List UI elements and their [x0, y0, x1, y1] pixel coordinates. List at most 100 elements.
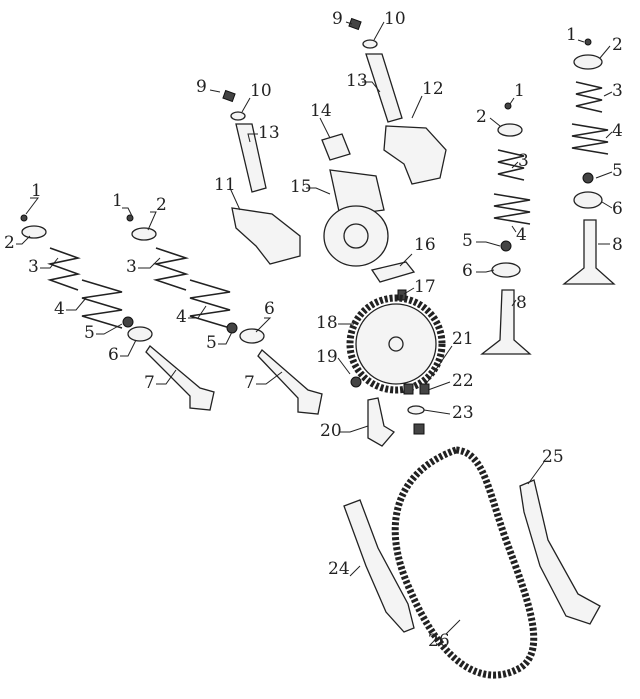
callout-d-13: 13: [346, 71, 368, 91]
timing-gear-assembly: [346, 261, 446, 447]
chain-tensioner-guide: [519, 479, 601, 625]
callout-b-7: 7: [244, 373, 255, 393]
valve-cotter: [126, 214, 134, 222]
callout-b-2: 2: [156, 195, 167, 215]
valve: [562, 219, 616, 285]
chain-guide: [343, 499, 415, 633]
callout-b-6: 6: [264, 299, 275, 319]
rocker-arm: [383, 125, 447, 185]
callout-f-6: 6: [462, 261, 473, 281]
intake-valve: [145, 345, 215, 411]
callout-g-1: 1: [566, 25, 577, 45]
callout-a-5: 5: [84, 323, 95, 343]
callout-c-11: 11: [214, 175, 236, 195]
callout-a-6: 6: [108, 345, 119, 365]
valve-stem-seal: [500, 240, 512, 252]
callout-f-3: 3: [518, 151, 529, 171]
callout-g-4: 4: [612, 121, 623, 141]
callout-g-6: 6: [612, 199, 623, 219]
sprocket-bolt: [403, 383, 414, 395]
outer-valve-spring: [189, 279, 231, 329]
callout-h-16: 16: [414, 235, 436, 255]
valve-stem-seal: [582, 172, 594, 184]
rocker-lever: [370, 261, 416, 283]
callout-f-5: 5: [462, 231, 473, 251]
inner-valve-spring: [497, 149, 525, 181]
spring: [350, 376, 362, 388]
rocker-assembly-right: [348, 17, 447, 185]
valve-stem-seal: [226, 322, 238, 334]
washer: [407, 405, 425, 415]
spring-retainer: [131, 227, 157, 241]
callout-b-4: 4: [176, 307, 187, 327]
callout-i-25: 25: [542, 447, 564, 467]
callout-h-21: 21: [452, 329, 474, 349]
outer-valve-spring: [493, 193, 531, 225]
exhaust-valve: [257, 349, 323, 415]
shaft-bolt: [222, 89, 236, 103]
outer-valve-spring: [81, 279, 123, 329]
camshaft-lobes: [329, 169, 385, 217]
leader-lines: [16, 21, 613, 635]
sprocket-center-hole: [388, 336, 404, 352]
spring-seat-washer: [491, 262, 521, 278]
callout-c-9: 9: [196, 77, 207, 97]
inner-valve-spring: [47, 247, 81, 291]
callout-f-8: 8: [516, 293, 527, 313]
callout-a-4: 4: [54, 299, 65, 319]
callout-d-10: 10: [384, 9, 406, 29]
camshaft-hub: [343, 223, 369, 249]
callout-i-24: 24: [328, 559, 350, 579]
callout-a-1: 1: [31, 181, 42, 201]
callout-a-3: 3: [28, 257, 39, 277]
timing-chain-assembly: [343, 446, 601, 679]
timing-chain: [391, 446, 538, 679]
callout-g-2: 2: [612, 35, 623, 55]
spring-seat-washer: [573, 191, 603, 209]
callout-h-22: 22: [452, 371, 474, 391]
callout-d-9: 9: [332, 9, 343, 29]
camshaft-assembly: [321, 133, 389, 267]
valve-cotter: [584, 38, 592, 46]
callout-b-5: 5: [206, 333, 217, 353]
callout-a-2: 2: [4, 233, 15, 253]
washer: [362, 39, 378, 49]
washer: [230, 111, 246, 121]
callout-i-26: 26: [428, 631, 450, 651]
bolt: [413, 423, 425, 435]
valve-assembly-right: [562, 38, 616, 285]
valve-cotter: [504, 102, 512, 110]
valve-assembly-left: [20, 214, 215, 411]
callout-e-15: 15: [290, 177, 312, 197]
inner-valve-spring: [575, 81, 603, 113]
callout-labels: 1 2 3 4 5 6 7 1 2 3 4 5 6 7 9 10 13 11 9…: [4, 9, 623, 651]
rocker-shaft: [235, 123, 267, 193]
callout-h-23: 23: [452, 403, 474, 423]
valve-assembly-center-right: [480, 102, 532, 355]
callout-c-13: 13: [258, 123, 280, 143]
valve: [480, 289, 532, 355]
sprocket-bolt: [419, 383, 430, 395]
callout-h-19: 19: [316, 347, 338, 367]
camshaft-bearing: [321, 133, 351, 161]
callout-d-12: 12: [422, 79, 444, 99]
callout-f-4: 4: [516, 225, 527, 245]
callout-g-5: 5: [612, 161, 623, 181]
inner-valve-spring: [152, 247, 190, 291]
spring-seat-washer: [239, 328, 265, 344]
callout-f-2: 2: [476, 107, 487, 127]
callout-h-20: 20: [320, 421, 342, 441]
outer-valve-spring: [571, 123, 609, 155]
callout-f-1: 1: [514, 81, 525, 101]
decompression-lever: [367, 397, 395, 447]
callout-g-3: 3: [612, 81, 623, 101]
spring-retainer: [21, 225, 47, 239]
callout-h-17: 17: [414, 277, 436, 297]
callout-e-14: 14: [310, 101, 332, 121]
rocker-assembly-left: [222, 89, 301, 265]
callout-b-1: 1: [112, 191, 123, 211]
callout-c-10: 10: [250, 81, 272, 101]
valve-cotter: [20, 214, 28, 222]
valve-assembly-center-left: [126, 214, 323, 415]
